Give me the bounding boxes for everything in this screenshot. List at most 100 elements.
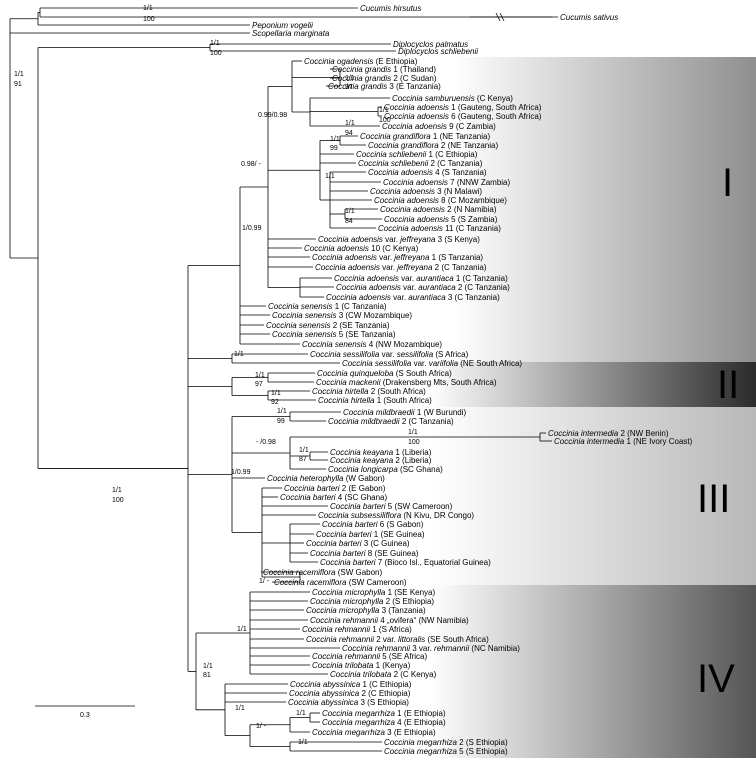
species-name: Coccinia mildbraedii — [328, 417, 400, 426]
locality: 1 (C Tanzania) — [332, 302, 386, 311]
species-name: Coccinia abyssinica — [288, 698, 359, 707]
tip-label: Coccinia barteri 5 (SW Cameroon) — [330, 502, 453, 511]
species-name: Coccinia hirtella — [312, 387, 369, 396]
tip-label: Coccinia mackenii (Drakensberg Mts, Sout… — [316, 378, 497, 387]
tip-label: Coccinia trilobata 2 (C Kenya) — [330, 670, 437, 679]
tip-label: Coccinia adoensis 11 (C Tanzania) — [378, 224, 501, 233]
tip-label: Coccinia abyssinica 3 (S Ethiopia) — [288, 698, 409, 707]
support-value: 1/1 — [379, 107, 389, 114]
clade-band-I — [290, 57, 756, 362]
species-name: Coccinia adoensis — [378, 224, 443, 233]
tip-label: Coccinia adoensis var. jeffreyana 3 (S K… — [318, 235, 480, 244]
species-name: Coccinia intermedia — [548, 429, 619, 438]
locality: 6 (Gauteng, South Africa) — [449, 112, 542, 121]
variety-name: aurantiaca — [418, 283, 456, 292]
species-name: Coccinia adoensis — [383, 178, 448, 187]
tip-label: Coccinia adoensis 8 (C Mozambique) — [374, 196, 507, 205]
tip-label: Coccinia microphylla 3 (Tanzania) — [306, 606, 426, 615]
species-name: Coccinia adoensis — [384, 112, 449, 121]
support-value: 1/1 — [345, 75, 355, 82]
locality: 1 (SE Guinea) — [372, 530, 425, 539]
species-name: Coccinia adoensis — [315, 263, 380, 272]
tip-label: Coccinia hirtella 1 (South Africa) — [318, 396, 432, 405]
locality: (E Ethiopia) — [373, 57, 417, 66]
tip-label: Coccinia megarrhiza 5 (S Ethiopia) — [384, 747, 508, 756]
tip-label: Diplocyclos palmatus — [393, 40, 468, 49]
species-name: Coccinia barteri — [320, 558, 376, 567]
locality: 7 (Bioco Isl., Equatorial Guinea) — [376, 558, 492, 567]
locality: 4 (SC Ghana) — [336, 493, 388, 502]
locality: 3 (S Kenya) — [435, 235, 480, 244]
locality: (W Gabon) — [344, 474, 386, 483]
locality: (C Kenya) — [475, 94, 514, 103]
species-name: Coccinia microphylla — [310, 597, 384, 606]
tip-label: Coccinia rehmannii 1 (S Africa) — [302, 625, 412, 634]
tip-label: Coccinia senensis 2 (SE Tanzania) — [266, 321, 390, 330]
tip-label: Coccinia adoensis var. jeffreyana 1 (S T… — [312, 253, 483, 262]
support-value: 1/ - — [256, 723, 267, 730]
support-value: 100 — [408, 439, 420, 446]
species-name: Coccinia rehmannii — [302, 625, 370, 634]
species-name: Coccinia heterophylla — [267, 474, 344, 483]
species-name: Coccinia senensis — [272, 311, 336, 320]
support-value: 1/1 — [345, 208, 355, 215]
species-name: Coccinia longicarpa — [328, 465, 398, 474]
species-name: Coccinia barteri — [310, 549, 366, 558]
species-name: Coccinia megarrhiza — [312, 728, 385, 737]
tip-label: Coccinia mildbraedii 2 (C Tanzania) — [328, 417, 454, 426]
species-name: Coccinia sessilifolia — [310, 350, 380, 359]
species-name: Cucumis sativus — [560, 13, 618, 22]
support-value: 1/1 — [330, 136, 340, 143]
tip-label: Coccinia barteri 8 (SE Guinea) — [310, 549, 419, 558]
species-name: Coccinia schliebenii — [358, 159, 428, 168]
species-name: Coccinia mildbraedii — [343, 408, 415, 417]
species-name: Cucumis hirsutus — [360, 4, 421, 13]
tip-label: Coccinia senensis 1 (C Tanzania) — [268, 302, 387, 311]
support-value: 1/1 — [143, 5, 153, 12]
species-name: Coccinia keayana — [330, 448, 394, 457]
variety-name: jeffreyana — [399, 235, 436, 244]
species-name: Scopellaria marginata — [252, 29, 330, 38]
species-name: Coccinia rehmannii — [306, 635, 374, 644]
tip-label: Coccinia barteri 4 (SC Ghana) — [280, 493, 387, 502]
locality: 2 (C Tanzania) — [428, 159, 482, 168]
locality: 1 (Liberia) — [393, 448, 432, 457]
tip-label: Coccinia racemiflora (SW Gabon) — [263, 568, 382, 577]
tip-label: Coccinia subsessiliflora (N Kivu, DR Con… — [318, 511, 474, 520]
species-name: Coccinia barteri — [322, 520, 378, 529]
variety-name: littoralis — [398, 635, 425, 644]
support-value: 91 — [14, 81, 22, 88]
support-value: - /0.98 — [256, 439, 276, 446]
species-name: Coccinia intermedia — [554, 437, 625, 446]
locality: (S Africa) — [433, 350, 468, 359]
locality: 1 (NE Tanzania) — [431, 132, 491, 141]
species-name: Coccinia adoensis — [334, 274, 399, 283]
variety-name: rehmannii — [434, 644, 469, 653]
support-value: 1/1 — [296, 710, 306, 717]
locality: var. — [379, 350, 396, 359]
support-value: 1/0.99 — [231, 469, 251, 476]
locality: 2 var. — [374, 635, 398, 644]
tip-label: Coccinia megarrhiza 1 (E Ethiopia) — [322, 709, 446, 718]
locality: 4 (S Tanzania) — [433, 168, 487, 177]
tip-label: Coccinia adoensis var. aurantiaca 2 (C T… — [336, 283, 510, 292]
species-name: Coccinia senensis — [268, 302, 332, 311]
tip-label: Coccinia rehmannii 5 (SE Africa) — [312, 652, 427, 661]
species-name: Coccinia racemiflora — [263, 568, 336, 577]
species-name: Coccinia adoensis — [374, 196, 439, 205]
tip-label: Coccinia samburuensis (C Kenya) — [392, 94, 513, 103]
tip-label: Coccinia grandis 1 (Thailand) — [332, 65, 436, 74]
support-value: 1/1 — [237, 626, 247, 633]
locality: 1 (W Burundi) — [415, 408, 467, 417]
locality: 2 (C Ethiopia) — [359, 689, 410, 698]
support-value: 97 — [345, 84, 353, 91]
support-value: 100 — [210, 50, 222, 57]
tip-label: Coccinia grandiflora 1 (NE Tanzania) — [360, 132, 490, 141]
locality: 8 (C Mozambique) — [439, 196, 507, 205]
tip-label: Coccinia megarrhiza 2 (S Ethiopia) — [384, 738, 508, 747]
locality: 1 (NE Ivory Coast) — [624, 437, 692, 446]
tip-label: Coccinia schliebenii 1 (C Ethiopia) — [356, 150, 478, 159]
tip-label: Coccinia racemiflora (SW Cameroon) — [274, 578, 407, 587]
variety-name: jeffreyana — [393, 253, 430, 262]
